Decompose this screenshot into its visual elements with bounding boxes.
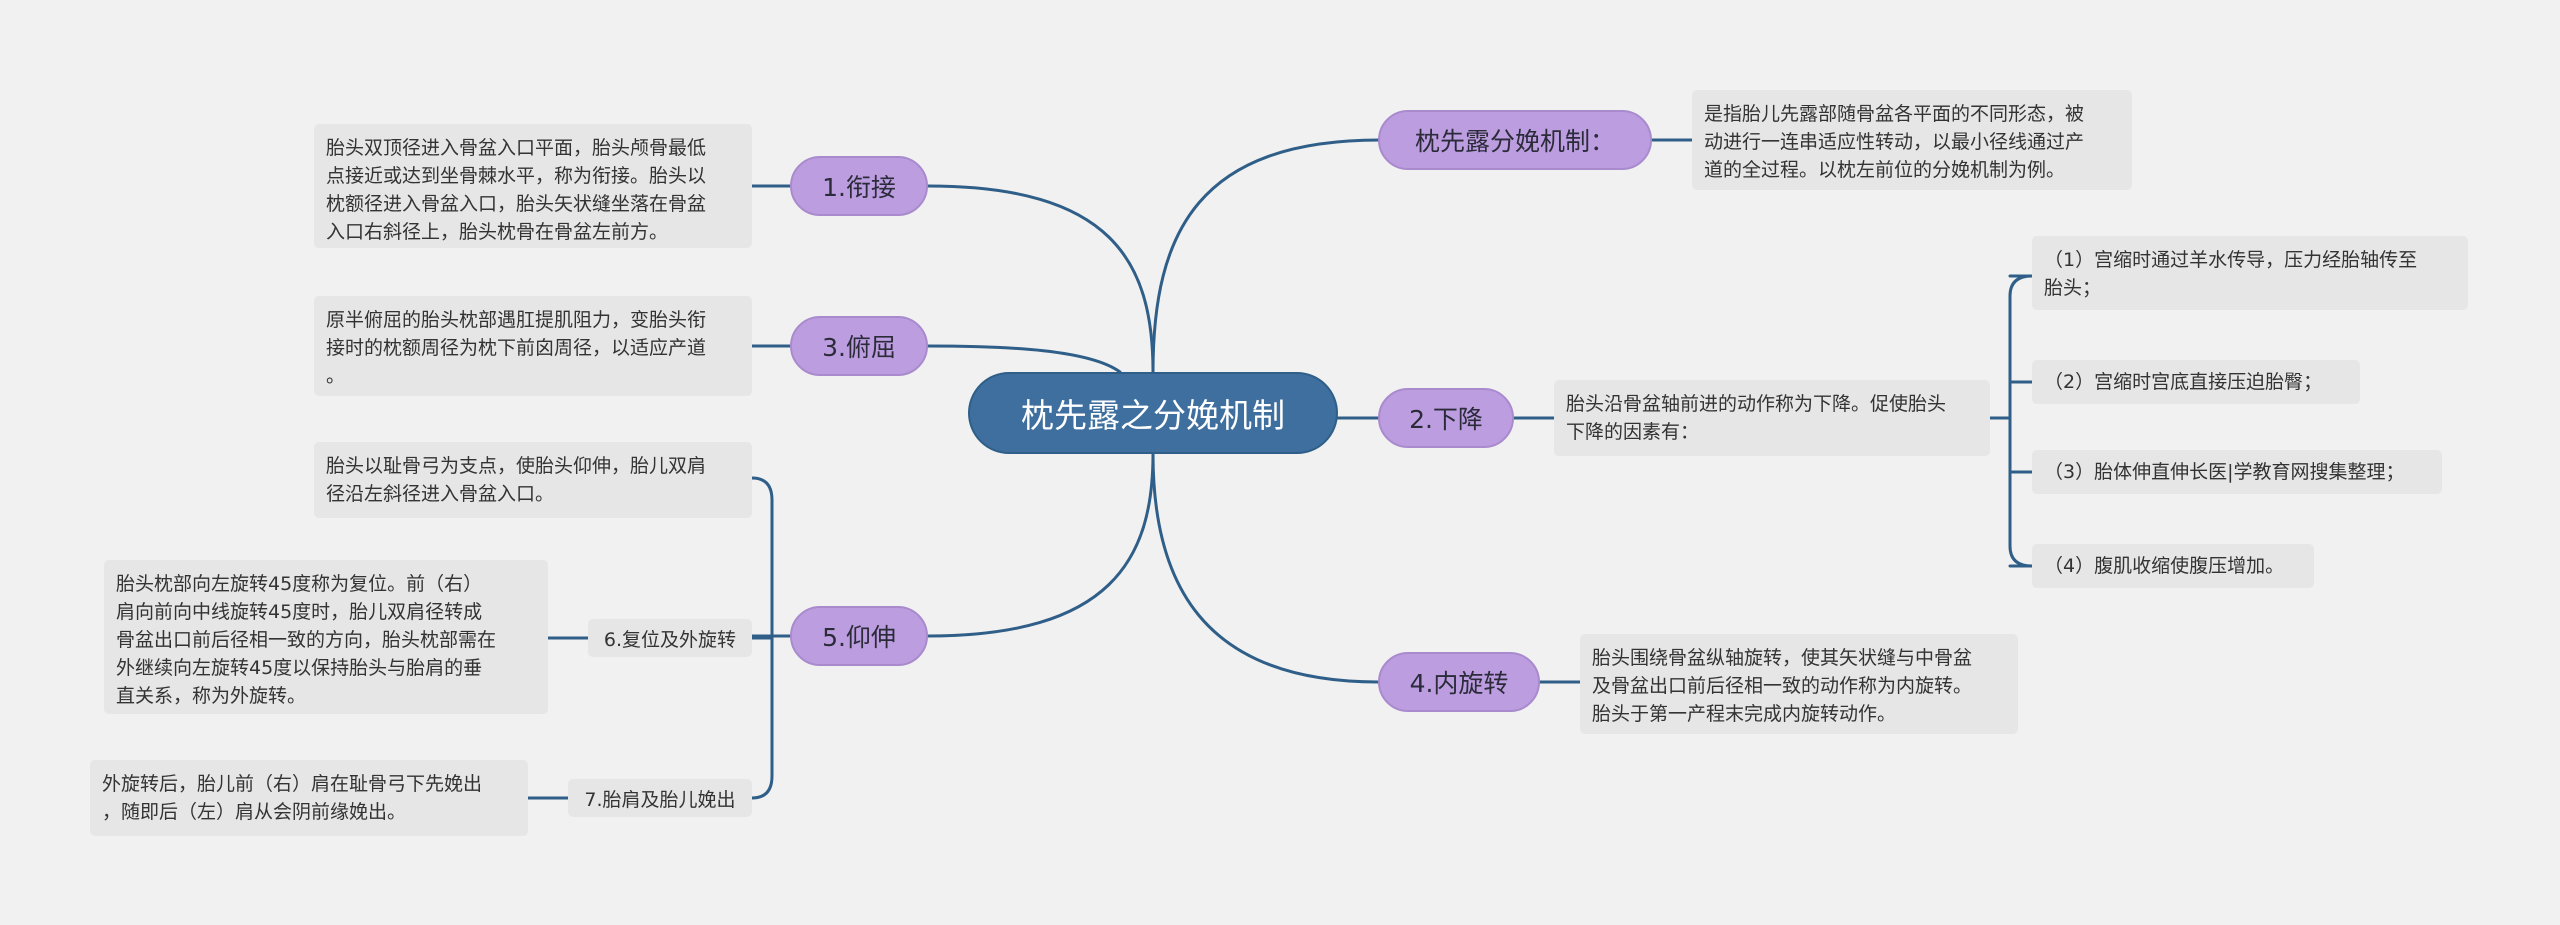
link-root-flexion — [926, 344, 1122, 374]
branch-flexion[interactable]: 3.俯屈 — [790, 316, 928, 376]
branch-rotation[interactable]: 4.内旋转 — [1378, 652, 1540, 712]
note-factor-2: （2）宫缩时宫底直接压迫胎臀； — [2032, 360, 2360, 404]
branch-engage[interactable]: 1.衔接 — [790, 156, 928, 216]
link-factors-bracket — [2008, 274, 2034, 568]
root-topic[interactable]: 枕先露之分娩机制 — [968, 372, 1338, 454]
note-flexion: 原半俯屈的胎头枕部遇肛提肌阻力，变胎头衔 接时的枕额周径为枕下前囟周径，以适应产… — [314, 296, 752, 396]
branch-descent[interactable]: 2.下降 — [1378, 388, 1514, 448]
branch-extension[interactable]: 5.仰伸 — [790, 606, 928, 666]
link-root-rotation — [1151, 452, 1380, 684]
note-engage: 胎头双顶径进入骨盆入口平面，胎头颅骨最低 点接近或达到坐骨棘水平，称为衔接。胎头… — [314, 124, 752, 248]
note-factor-3: （3）胎体伸直伸长医|学教育网搜集整理； — [2032, 450, 2442, 494]
note-descent: 胎头沿骨盆轴前进的动作称为下降。促使胎头 下降的因素有： — [1554, 380, 1990, 456]
link-root-mechanism — [1151, 138, 1382, 374]
note-extension: 胎头以耻骨弓为支点，使胎头仰伸，胎儿双肩 径沿左斜径进入骨盆入口。 — [314, 442, 752, 518]
note-factor-4: （4）腹肌收缩使腹压增加。 — [2032, 544, 2314, 588]
note-factor-1: （1）宫缩时通过羊水传导，压力经胎轴传至 胎头； — [2032, 236, 2468, 310]
note-restitution: 胎头枕部向左旋转45度称为复位。前（右） 肩向前向中线旋转45度时，胎儿双肩径转… — [104, 560, 548, 714]
sub-branch-delivery[interactable]: 7.胎肩及胎儿娩出 — [568, 779, 752, 817]
link-root-engage — [926, 184, 1155, 374]
note-mechanism: 是指胎儿先露部随骨盆各平面的不同形态，被 动进行一连串适应性转动，以最小径线通过… — [1692, 90, 2132, 190]
note-rotation: 胎头围绕骨盆纵轴旋转，使其矢状缝与中骨盆 及骨盆出口前后径相一致的动作称为内旋转… — [1580, 634, 2018, 734]
note-delivery: 外旋转后，胎儿前（右）肩在耻骨弓下先娩出 ，随即后（左）肩从会阴前缘娩出。 — [90, 760, 528, 836]
link-root-extension — [926, 452, 1155, 638]
branch-mechanism[interactable]: 枕先露分娩机制： — [1378, 110, 1652, 170]
sub-branch-restitution[interactable]: 6.复位及外旋转 — [588, 619, 752, 657]
